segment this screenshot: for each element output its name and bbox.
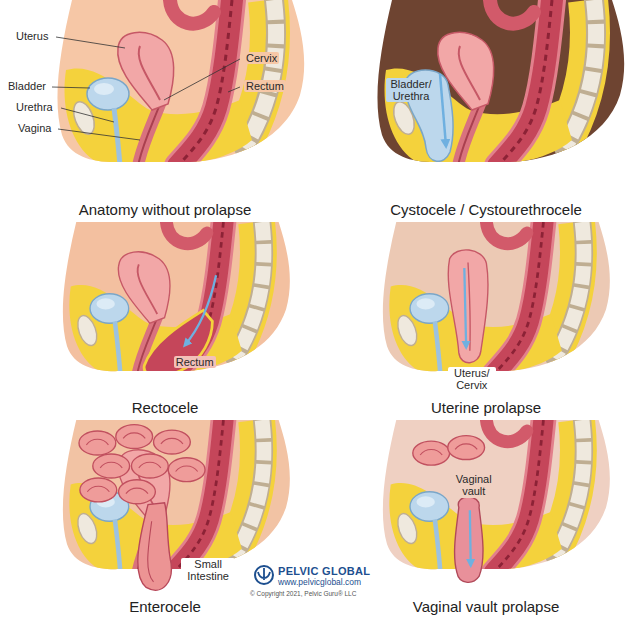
leader-line: [58, 129, 140, 140]
leader-line: [61, 108, 114, 122]
intestine-coil: [116, 425, 153, 449]
prolapse-arrow: [185, 275, 216, 345]
panel-caption: Uterine prolapse: [429, 400, 543, 417]
logo-figure: [258, 568, 270, 580]
colon: [486, 420, 526, 442]
logo-ring: [255, 566, 273, 584]
intestine-coil: [413, 441, 450, 465]
vaginal-vault: [455, 497, 483, 582]
intestine-coil: [448, 436, 485, 460]
part-label: Small Intestine: [181, 558, 235, 582]
intestine-coil: [80, 478, 117, 502]
uterus: [118, 252, 169, 323]
panel: [52, 0, 304, 167]
bladder: [87, 78, 129, 110]
organs: [389, 420, 584, 573]
prolapse-arrow: [469, 510, 472, 565]
part-label: Bladder: [6, 80, 48, 92]
organs: [389, 222, 584, 375]
logo-text: www.pelvicglobal.com: [278, 578, 361, 587]
panel-caption: Anatomy without prolapse: [77, 202, 254, 219]
panel: [63, 420, 290, 590]
vagina: [138, 104, 160, 166]
part-label: Vagina: [16, 122, 53, 134]
vagina: [458, 104, 480, 166]
colon: [166, 222, 206, 244]
uterus: [118, 32, 174, 110]
panel: [383, 222, 610, 375]
prolapsed-uterus: [448, 250, 488, 363]
panel-caption: Vaginal vault prolapse: [411, 599, 561, 616]
leader-lines: [52, 37, 240, 140]
panel: [377, 0, 624, 167]
colon: [490, 0, 534, 24]
part-label: Rectum: [174, 356, 216, 368]
panel-caption: Rectocele: [130, 400, 201, 417]
part-label: Rectum: [244, 80, 286, 92]
intestine-coil: [168, 458, 205, 482]
logo-icon: [255, 566, 273, 584]
prolapse-arrow: [440, 74, 446, 146]
colon: [486, 222, 526, 244]
intestine-coil: [93, 454, 130, 478]
panel-caption: Cystocele / Cystourethrocele: [388, 202, 584, 219]
bladder: [410, 294, 449, 323]
urethra: [435, 321, 441, 374]
part-label: Uterus/ Cervix: [448, 367, 496, 391]
logo-text: PELVIC GLOBAL: [278, 565, 370, 577]
intestine-coil: [119, 480, 156, 504]
intestine-fold: [148, 521, 154, 582]
organs: [69, 222, 264, 376]
copyright-note: © Copyright 2021, Pelvic Guru® LLC: [250, 590, 356, 597]
part-label: Uterus: [14, 30, 50, 42]
leader-line: [52, 87, 90, 88]
leader-line: [56, 37, 125, 48]
part-label: Urethra: [14, 101, 55, 113]
panel: [63, 222, 290, 376]
intestine-coil: [131, 454, 168, 478]
leader-line: [164, 59, 240, 100]
colon: [170, 0, 214, 24]
herniated-intestine: [138, 503, 172, 590]
panel-caption: Enterocele: [127, 599, 203, 616]
part-label: Cervix: [244, 52, 279, 64]
urethra: [115, 519, 121, 572]
bladder: [90, 294, 129, 323]
panel: [383, 420, 610, 582]
bladder: [410, 492, 449, 521]
intestine-coil: [79, 431, 116, 455]
intestine-coil: [154, 430, 191, 454]
part-label: Vaginal vault: [448, 473, 500, 497]
leader-line: [228, 87, 240, 92]
organs: [384, 0, 596, 167]
part-label: Bladder/ Urethra: [386, 78, 436, 102]
urethra: [115, 321, 121, 374]
urethra: [435, 519, 441, 572]
prolapse-arrow: [464, 268, 466, 347]
uterus-cavity: [468, 262, 470, 350]
